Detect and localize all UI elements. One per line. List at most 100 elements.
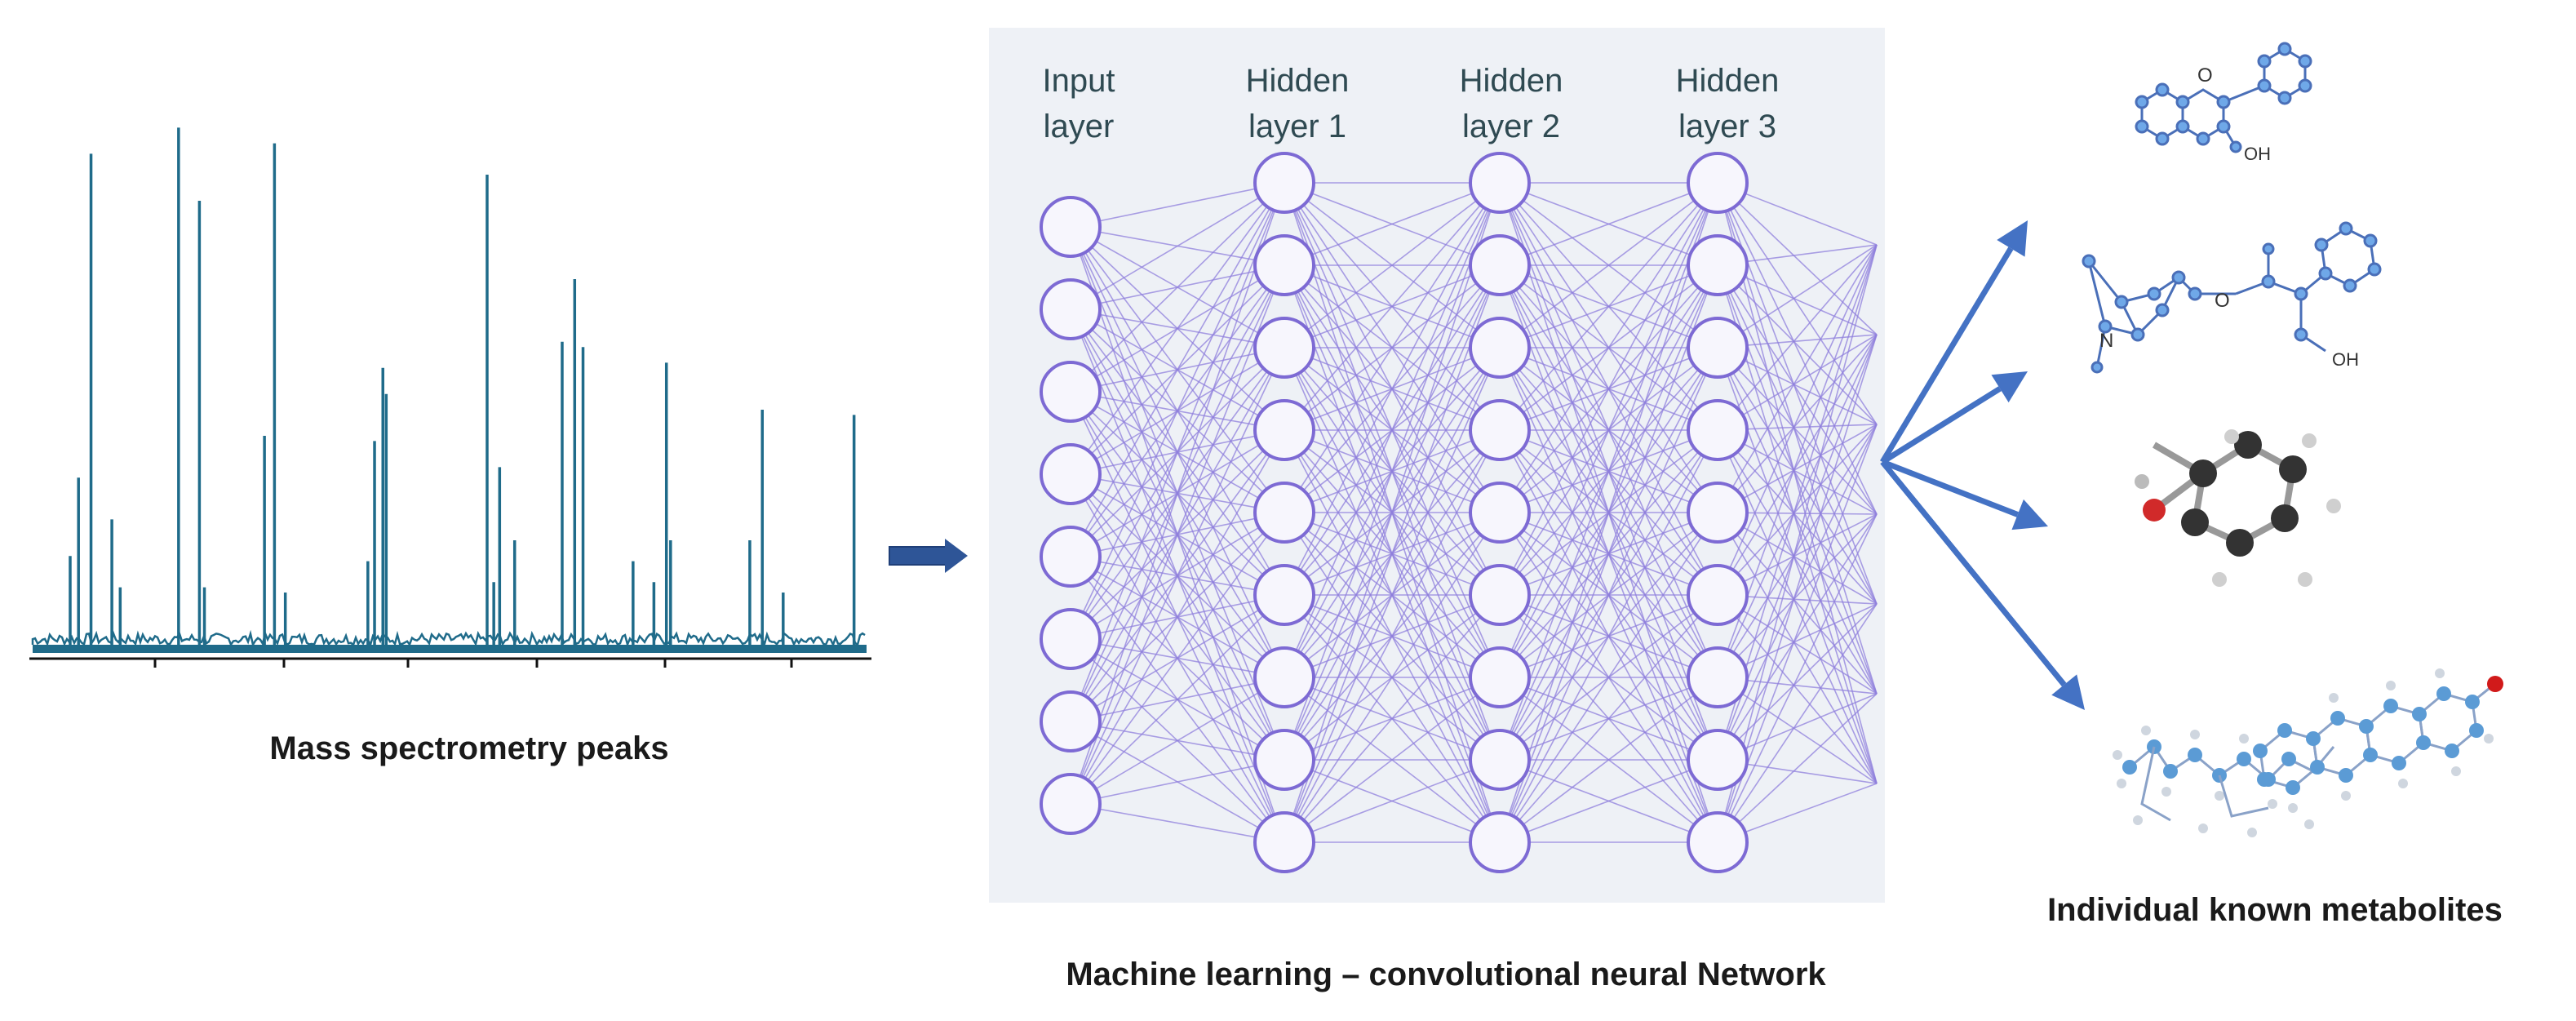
connection-l2-3-0 <box>1499 182 1718 431</box>
connection-out-8-3 <box>1717 513 1878 843</box>
node-layer1-9 <box>1253 811 1315 873</box>
connection-out-0-1 <box>1717 182 1878 335</box>
connection-out-5-0 <box>1717 244 1878 596</box>
connection-l0-4-0 <box>1070 182 1285 557</box>
connection-l0-7-5 <box>1070 594 1285 805</box>
connection-out-3-6 <box>1717 429 1878 784</box>
connection-l1-8-1 <box>1284 264 1501 843</box>
connection-l0-1-0 <box>1070 182 1285 310</box>
network-to-metabolite-arrows <box>1880 220 2085 710</box>
node-layer1-6 <box>1253 564 1315 626</box>
connection-l2-8-0 <box>1499 182 1718 843</box>
node-layer0-4 <box>1040 443 1102 505</box>
node-layer1-1 <box>1253 152 1315 214</box>
output-arrow-head-4 <box>2051 674 2085 710</box>
node-layer0-1 <box>1040 196 1102 258</box>
connection-out-6-1 <box>1717 334 1878 678</box>
connection-out-2-0 <box>1717 244 1878 348</box>
flavanol-molecule: O OH <box>2135 42 2312 164</box>
spectrum-axis-ticks <box>153 659 793 668</box>
layer-title-hidden3-line2: layer 3 <box>1678 109 1776 144</box>
node-layer0-6 <box>1040 608 1102 670</box>
connection-out-2-3 <box>1717 347 1878 515</box>
tropane-nitrogen-label: N <box>2099 330 2113 352</box>
output-arrow-head-3 <box>2011 499 2048 530</box>
node-layer0-3 <box>1040 361 1102 423</box>
baseline-band <box>33 645 867 653</box>
connection-out-0-3 <box>1717 182 1878 515</box>
layer-title-input-line1: Input <box>1043 63 1115 99</box>
node-layer0-7 <box>1040 690 1102 752</box>
connection-l1-8-4 <box>1284 512 1501 843</box>
connection-l0-5-0 <box>1070 182 1285 640</box>
connection-l2-8-4 <box>1499 512 1718 843</box>
layer-title-hidden2-line1: Hidden <box>1460 63 1563 99</box>
output-arrow-1 <box>1880 246 2014 464</box>
node-layer3-8 <box>1687 729 1749 791</box>
connection-out-3-0 <box>1717 244 1878 431</box>
connection-l0-0-0 <box>1070 182 1285 228</box>
connection-l1-2-0 <box>1284 182 1501 348</box>
mass-spectrum-plot <box>29 127 871 668</box>
connection-l0-7-0 <box>1070 182 1285 805</box>
output-arrow-3 <box>1881 459 2019 517</box>
node-layer2-2 <box>1469 234 1531 296</box>
connection-l2-4-0 <box>1499 182 1718 513</box>
connection-out-5-5 <box>1717 594 1878 695</box>
spectrum-peaks <box>69 127 856 645</box>
node-layer3-6 <box>1687 564 1749 626</box>
neural-network-panel: Input layer Hidden layer 1 Hidden layer … <box>989 28 1885 903</box>
connection-l0-7-4 <box>1070 512 1285 805</box>
connection-l0-7-1 <box>1070 264 1285 805</box>
layer-title-hidden1-line1: Hidden <box>1246 63 1350 99</box>
sterol-molecule <box>2113 668 2503 837</box>
node-layer2-3 <box>1469 317 1531 379</box>
connection-out-7-3 <box>1717 513 1878 761</box>
connection-l1-5-0 <box>1284 182 1501 596</box>
connection-out-8-5 <box>1717 693 1878 843</box>
connection-l2-5-0 <box>1499 182 1718 596</box>
metabolites-caption: Individual known metabolites <box>2047 892 2503 928</box>
connection-l1-8-3 <box>1284 429 1501 843</box>
connection-out-4-1 <box>1717 334 1878 513</box>
layer-title-hidden1-line2: layer 1 <box>1248 109 1346 144</box>
node-layer3-2 <box>1687 234 1749 296</box>
output-arrow-2 <box>1881 386 2002 464</box>
connection-out-5-6 <box>1717 594 1878 784</box>
connection-out-6-2 <box>1717 424 1878 678</box>
connection-l1-8-0 <box>1284 182 1501 843</box>
node-layer3-4 <box>1687 399 1749 461</box>
layer-title-hidden3-line1: Hidden <box>1676 63 1780 99</box>
layer-title-hidden2-line2: layer 2 <box>1462 109 1560 144</box>
layer-title-input-line2: layer <box>1044 109 1115 144</box>
connection-l2-8-1 <box>1499 264 1718 843</box>
node-layer1-8 <box>1253 729 1315 791</box>
connection-l0-7-2 <box>1070 347 1285 805</box>
connection-l1-4-0 <box>1284 182 1501 513</box>
network-caption: Machine learning – convolutional neural … <box>1066 957 1826 992</box>
connection-out-7-4 <box>1717 603 1878 761</box>
network-nodes <box>1040 152 1749 873</box>
connection-out-5-1 <box>1717 334 1878 596</box>
connection-l2-2-0 <box>1499 182 1718 348</box>
connection-l2-1-0 <box>1499 182 1718 266</box>
connection-out-4-0 <box>1717 244 1878 513</box>
connection-out-1-3 <box>1717 264 1878 515</box>
connection-out-1-2 <box>1717 264 1878 425</box>
connection-out-1-4 <box>1717 264 1878 605</box>
connection-out-5-2 <box>1717 424 1878 596</box>
connection-l2-8-3 <box>1499 429 1718 843</box>
connection-l1-6-0 <box>1284 182 1501 678</box>
connection-l0-3-0 <box>1070 182 1285 475</box>
connection-out-3-5 <box>1717 429 1878 695</box>
node-layer3-3 <box>1687 317 1749 379</box>
connection-l0-7-7 <box>1070 759 1285 805</box>
connection-out-3-4 <box>1717 429 1878 605</box>
output-arrow-head-1 <box>1997 220 2028 257</box>
connection-l1-8-2 <box>1284 347 1501 843</box>
connection-l1-8-5 <box>1284 594 1501 843</box>
connection-l2-6-0 <box>1499 182 1718 678</box>
output-arrow-head-2 <box>1991 371 2028 403</box>
node-layer0-5 <box>1040 526 1102 588</box>
